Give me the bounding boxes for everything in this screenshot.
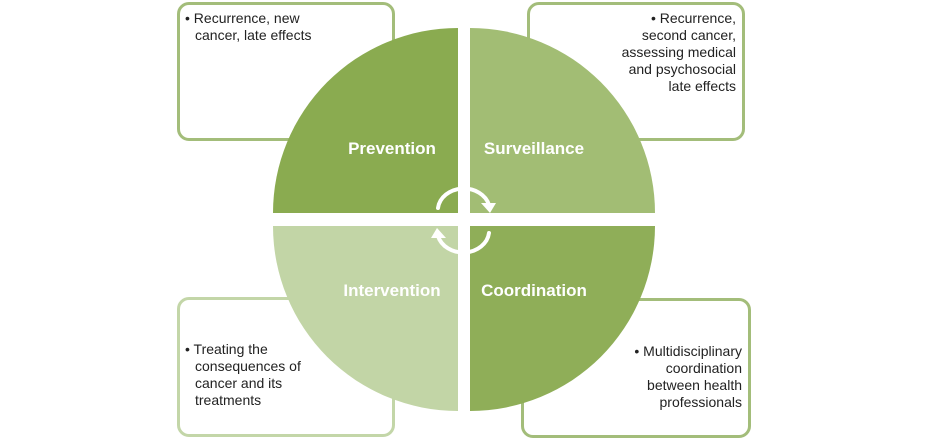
quadrant-label-intervention: Intervention	[343, 281, 440, 300]
quadrant-prevention	[273, 28, 458, 213]
note-text-intervention: • Treating the consequences of cancer an…	[185, 341, 301, 408]
cycle-arrows-icon	[431, 186, 496, 255]
note-text-coordination: • Multidisciplinary coordination between…	[634, 343, 742, 410]
note-text-surveillance: • Recurrence, second cancer, assessing m…	[621, 10, 736, 94]
note-text-prevention: • Recurrence, new cancer, late effects	[185, 10, 312, 43]
quadrant-intervention	[273, 226, 458, 411]
quadrant-label-prevention: Prevention	[348, 139, 436, 158]
quadrant-label-surveillance: Surveillance	[484, 139, 584, 158]
quadrant-coordination	[470, 226, 655, 411]
quadrant-label-coordination: Coordination	[481, 281, 587, 300]
quadrant-surveillance	[470, 28, 655, 213]
